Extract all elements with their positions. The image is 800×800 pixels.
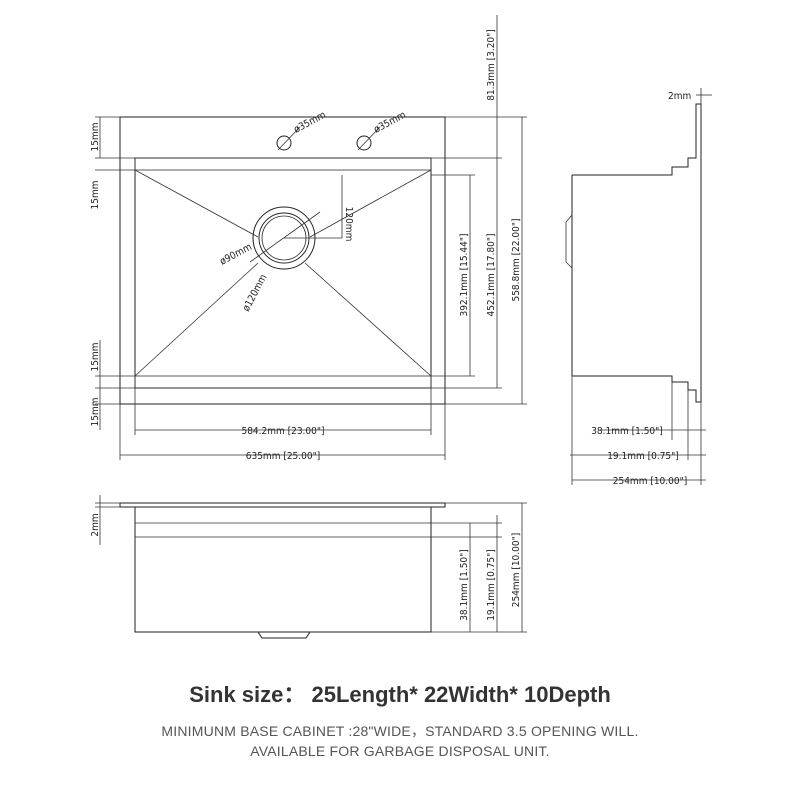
bowl-length-label: 392.1mm [15.44"]	[459, 233, 470, 316]
side-thickness-label: 2mm	[668, 91, 691, 102]
front-thickness-label: 2mm	[90, 513, 101, 536]
cabinet-note: MINIMUNM BASE CABINET :28"WIDE，STANDARD …	[161, 723, 639, 739]
overall-width-label: 558.8mm [22.00"]	[511, 218, 522, 301]
inner-margin-lower-label: 15mm	[90, 343, 101, 372]
bottom-margin-label: 15mm	[90, 398, 101, 427]
faucet-hole-right-label: ø35mm	[372, 110, 408, 136]
side-dim2-label: 19.1mm [0.75"]	[607, 451, 679, 462]
technical-drawing: ø35mm ø35mm ø90mm ø120mm 120mm 15mm 15mm…	[90, 15, 712, 639]
sink-size-title: Sink size： 25Length* 22Width* 10Depth	[189, 682, 611, 707]
drain-offset-label: 120mm	[343, 207, 354, 242]
side-dim1-label: 38.1mm [1.50"]	[591, 426, 663, 437]
faucet-hole-left	[276, 135, 292, 151]
drain-outer-label: ø90mm	[218, 242, 254, 268]
side-view: 2mm 38.1mm [1.50"] 19.1mm [0.75"] 254mm …	[565, 88, 712, 487]
top-margin-label: 15mm	[90, 123, 101, 152]
overall-length-label: 635mm [25.00"]	[246, 451, 320, 462]
front-view: 2mm 38.1mm [1.50"] 19.1mm [0.75"] 254mm …	[90, 495, 527, 639]
top-view: ø35mm ø35mm ø90mm ø120mm 120mm 15mm 15mm…	[90, 15, 527, 462]
disposal-note: AVAILABLE FOR GARBAGE DISPOSAL UNIT.	[250, 743, 550, 759]
faucet-hole-left-label: ø35mm	[292, 110, 328, 136]
front-dim2-label: 19.1mm [0.75"]	[486, 549, 497, 621]
drain-flange-label: ø120mm	[241, 273, 270, 314]
inner-margin-upper-label: 15mm	[90, 181, 101, 210]
faucet-hole-right	[356, 135, 372, 151]
side-depth-label: 254mm [10.00"]	[613, 476, 687, 487]
front-depth-label: 254mm [10.00"]	[511, 533, 522, 607]
top-view-outline	[119, 116, 446, 405]
bowl-outline	[134, 157, 432, 389]
bowl-length-outer-label: 452.1mm [17.80"]	[486, 233, 497, 316]
front-dim1-label: 38.1mm [1.50"]	[459, 549, 470, 621]
inner-length-label: 584.2mm [23.00"]	[241, 426, 324, 437]
deck-offset-label: 81.3mm [3.20"]	[486, 29, 497, 101]
